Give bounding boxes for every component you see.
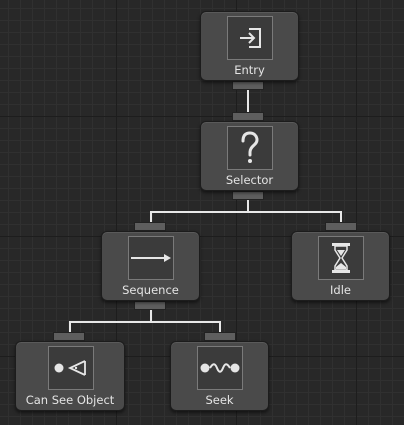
idle-input-port[interactable] <box>325 222 357 231</box>
selector-label: Selector <box>225 173 274 187</box>
can-see-object-icon-box <box>48 346 94 390</box>
wire-to-can-see-object <box>69 321 71 333</box>
selector-output-port[interactable] <box>232 191 264 200</box>
sequence-icon-box <box>128 236 174 280</box>
entry-output-port[interactable] <box>232 81 264 90</box>
eye-cone-icon <box>54 359 88 377</box>
arrow-right-icon <box>131 252 171 264</box>
wire-to-idle <box>340 211 342 223</box>
selector-icon-box <box>227 126 273 170</box>
wire-selector-horizontal <box>150 211 342 213</box>
seek-icon-box <box>197 346 243 390</box>
entry-icon-box <box>227 16 273 60</box>
wire-entry-selector <box>247 90 249 114</box>
selector-node[interactable]: Selector <box>200 121 299 191</box>
entry-icon <box>237 26 263 50</box>
can-see-object-label: Can See Object <box>25 393 115 407</box>
wire-selector-down <box>247 200 249 212</box>
idle-node[interactable]: Idle <box>291 231 390 301</box>
can-see-object-node[interactable]: Can See Object <box>15 341 125 411</box>
seek-path-icon <box>200 362 240 374</box>
entry-label: Entry <box>234 63 265 77</box>
selector-input-port[interactable] <box>232 112 264 121</box>
wire-to-seek <box>219 321 221 333</box>
hourglass-icon <box>331 242 351 274</box>
wire-sequence-horizontal <box>69 321 221 323</box>
sequence-input-port[interactable] <box>134 222 166 231</box>
seek-input-port[interactable] <box>204 332 236 341</box>
sequence-output-port[interactable] <box>134 301 166 310</box>
seek-label: Seek <box>205 393 234 407</box>
wire-sequence-down <box>150 310 152 322</box>
sequence-label: Sequence <box>122 283 179 297</box>
can-see-object-input-port[interactable] <box>53 332 85 341</box>
sequence-node[interactable]: Sequence <box>101 231 200 301</box>
seek-node[interactable]: Seek <box>170 341 269 411</box>
question-mark-icon <box>237 131 263 165</box>
idle-icon-box <box>318 236 364 280</box>
wire-to-sequence <box>150 211 152 223</box>
entry-node[interactable]: Entry <box>200 11 299 81</box>
idle-label: Idle <box>330 283 351 297</box>
